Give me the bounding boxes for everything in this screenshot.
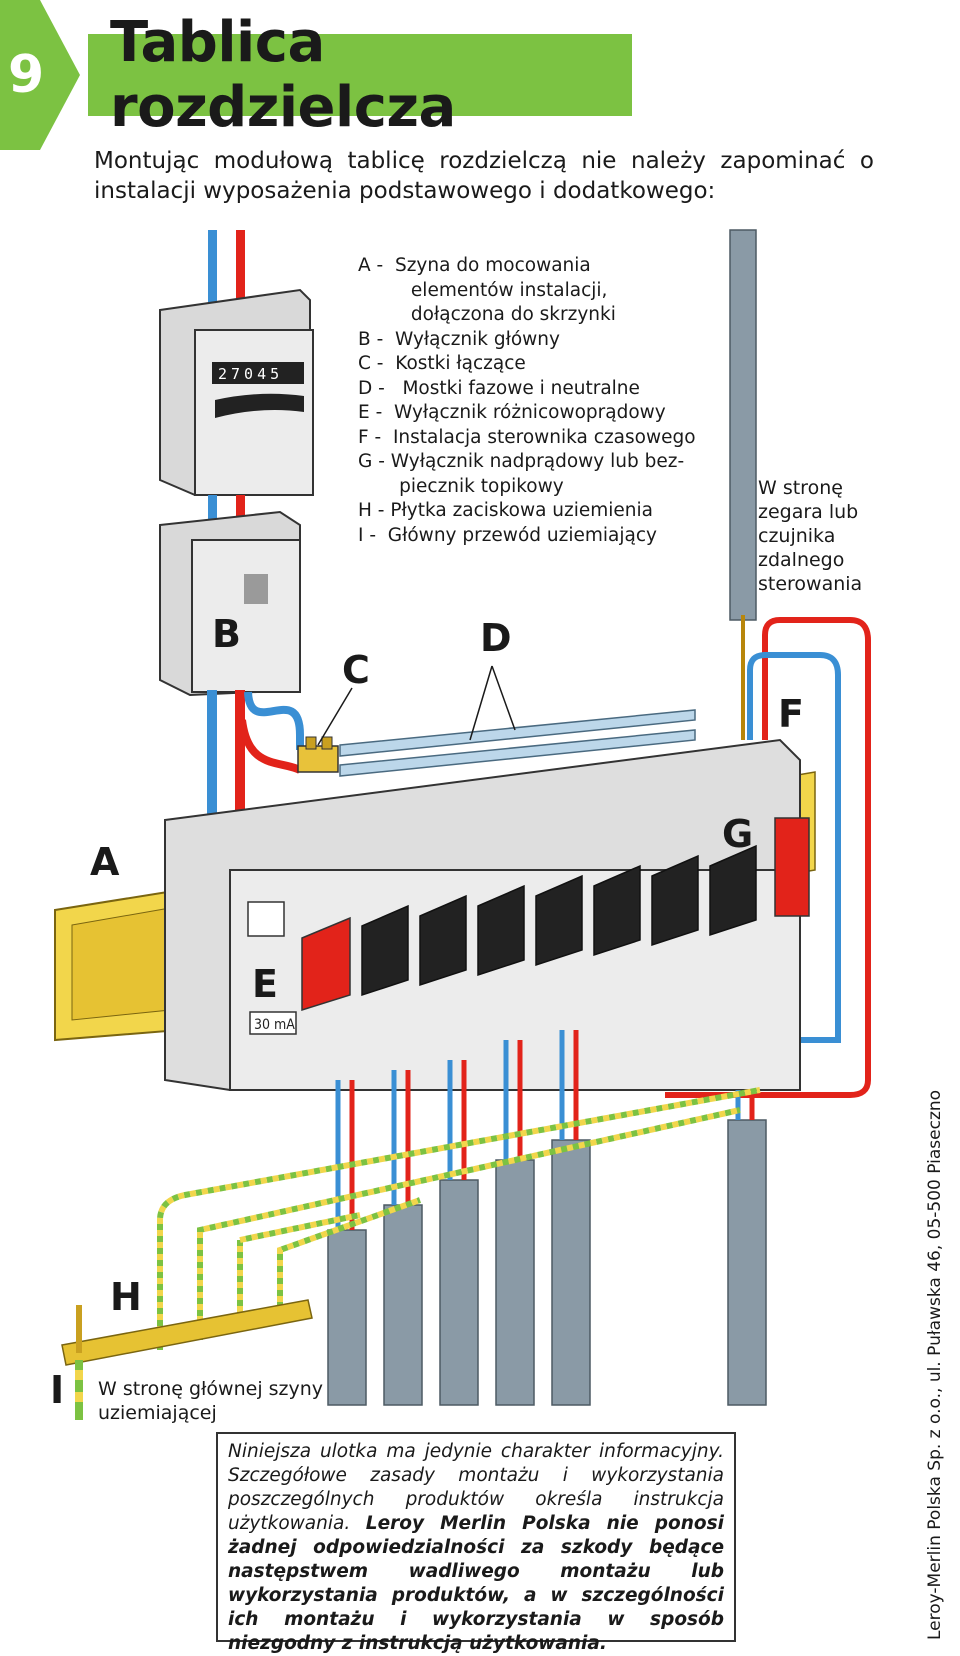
label-b: B xyxy=(212,612,241,656)
earth-direction-note: W stronę głównej szyny uziemiającej xyxy=(98,1378,324,1424)
legend-item: I - Główny przewód uziemiający xyxy=(358,524,657,546)
legend-item: B - Wyłącznik główny xyxy=(358,328,560,350)
meter-reading: 27045 xyxy=(218,365,283,383)
incoming-wires xyxy=(208,230,245,320)
label-e: E xyxy=(252,962,278,1006)
modular-board: 30 mA xyxy=(164,738,810,1092)
intro-text: Montując modułową tablicę rozdzielczą ni… xyxy=(94,148,874,204)
label-d: D xyxy=(480,616,512,660)
title-bar: Tablica rozdzielcza xyxy=(88,10,632,140)
legend-item: G - Wyłącznik nadprądowy lub bez- xyxy=(358,451,685,472)
legend-item: C - Kostki łączące xyxy=(358,353,526,374)
legend-item: D - Mostki fazowe i neutralne xyxy=(358,377,640,399)
connector-block xyxy=(297,736,339,773)
legend-item: dołączona do skrzynki xyxy=(358,304,616,325)
component-legend: A - Szyna do mocowania elementów instala… xyxy=(358,254,718,548)
disclaimer-box: Niniejsza ulotka ma jedynie charakter in… xyxy=(216,1432,736,1654)
legend-item: F - Instalacja sterownika czasowego xyxy=(358,426,696,448)
legend-item: A - Szyna do mocowania xyxy=(358,255,591,276)
section-number: 9 xyxy=(8,45,44,105)
label-g: G xyxy=(722,812,754,856)
label-h: H xyxy=(110,1275,142,1319)
legend-item: E - Wyłącznik różnicowoprądowy xyxy=(358,402,666,423)
earth-terminal-plate xyxy=(61,1299,313,1366)
rcd-rating: 30 mA xyxy=(254,1017,295,1033)
label-c: C xyxy=(342,648,370,692)
label-f: F xyxy=(778,692,804,736)
section-badge: 9 xyxy=(0,0,80,150)
control-direction-note: W stronę zegara lub czujnika zdalnego st… xyxy=(758,477,863,595)
label-i: I xyxy=(50,1368,65,1412)
main-switch xyxy=(159,510,301,697)
company-footer: Leroy-Merlin Polska Sp. z o.o., ul. Puła… xyxy=(925,1089,945,1640)
page-title: Tablica rozdzielcza xyxy=(110,10,456,140)
busbar-bridges xyxy=(339,709,696,777)
disclaimer-bold-text: Leroy Merlin Polska nie ponosi żadnej od… xyxy=(228,1513,724,1654)
legend-item: H - Płytka zaciskowa uziemienia xyxy=(358,500,653,521)
disclaimer-text: Niniejsza ulotka ma jedynie charakter in… xyxy=(228,1441,724,1534)
label-a: A xyxy=(90,840,120,884)
legend-item: piecznik topikowy xyxy=(358,475,564,497)
legend-item: elementów instalacji, xyxy=(358,279,608,301)
electricity-meter: 27045 xyxy=(159,288,314,497)
main-earth-wire xyxy=(75,1360,83,1420)
